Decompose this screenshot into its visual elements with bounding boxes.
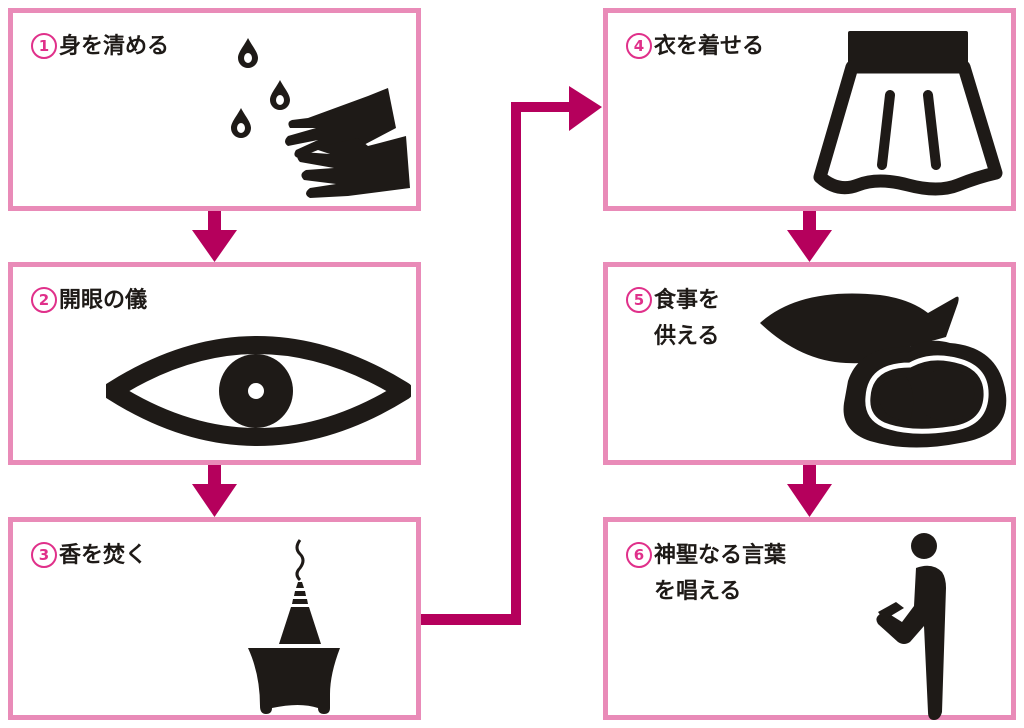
step-title-line2: を唱える xyxy=(654,579,742,604)
person-reading-icon xyxy=(876,533,946,720)
step-title: 神聖なる言葉 xyxy=(654,543,787,568)
arrow-step2-to-step3 xyxy=(192,464,237,517)
step-number: 1 xyxy=(31,33,57,59)
eye-icon xyxy=(106,336,411,446)
step-number: 4 xyxy=(626,33,652,59)
step-title: 衣を着せる xyxy=(654,34,765,59)
step-number: 6 xyxy=(626,542,652,568)
step-title: 香を焚く xyxy=(59,543,148,568)
step-title-line2: 供える xyxy=(654,324,720,349)
arrow-step3-to-step4 xyxy=(420,86,602,625)
arrow-step4-to-step5 xyxy=(787,210,832,262)
skirt-garment-icon xyxy=(813,31,1003,196)
incense-burner-icon xyxy=(248,539,340,714)
arrow-step1-to-step2 xyxy=(192,210,237,262)
step-number: 2 xyxy=(31,287,57,313)
step-title: 開眼の儀 xyxy=(59,288,148,313)
hand-washing-icon xyxy=(231,38,410,198)
step-title: 食事を xyxy=(654,288,721,313)
fish-and-meat-icon xyxy=(760,293,1007,448)
arrow-step5-to-step6 xyxy=(787,464,832,517)
step-title: 身を清める xyxy=(59,34,170,59)
step-number: 5 xyxy=(626,287,652,313)
step-number: 3 xyxy=(31,542,57,568)
